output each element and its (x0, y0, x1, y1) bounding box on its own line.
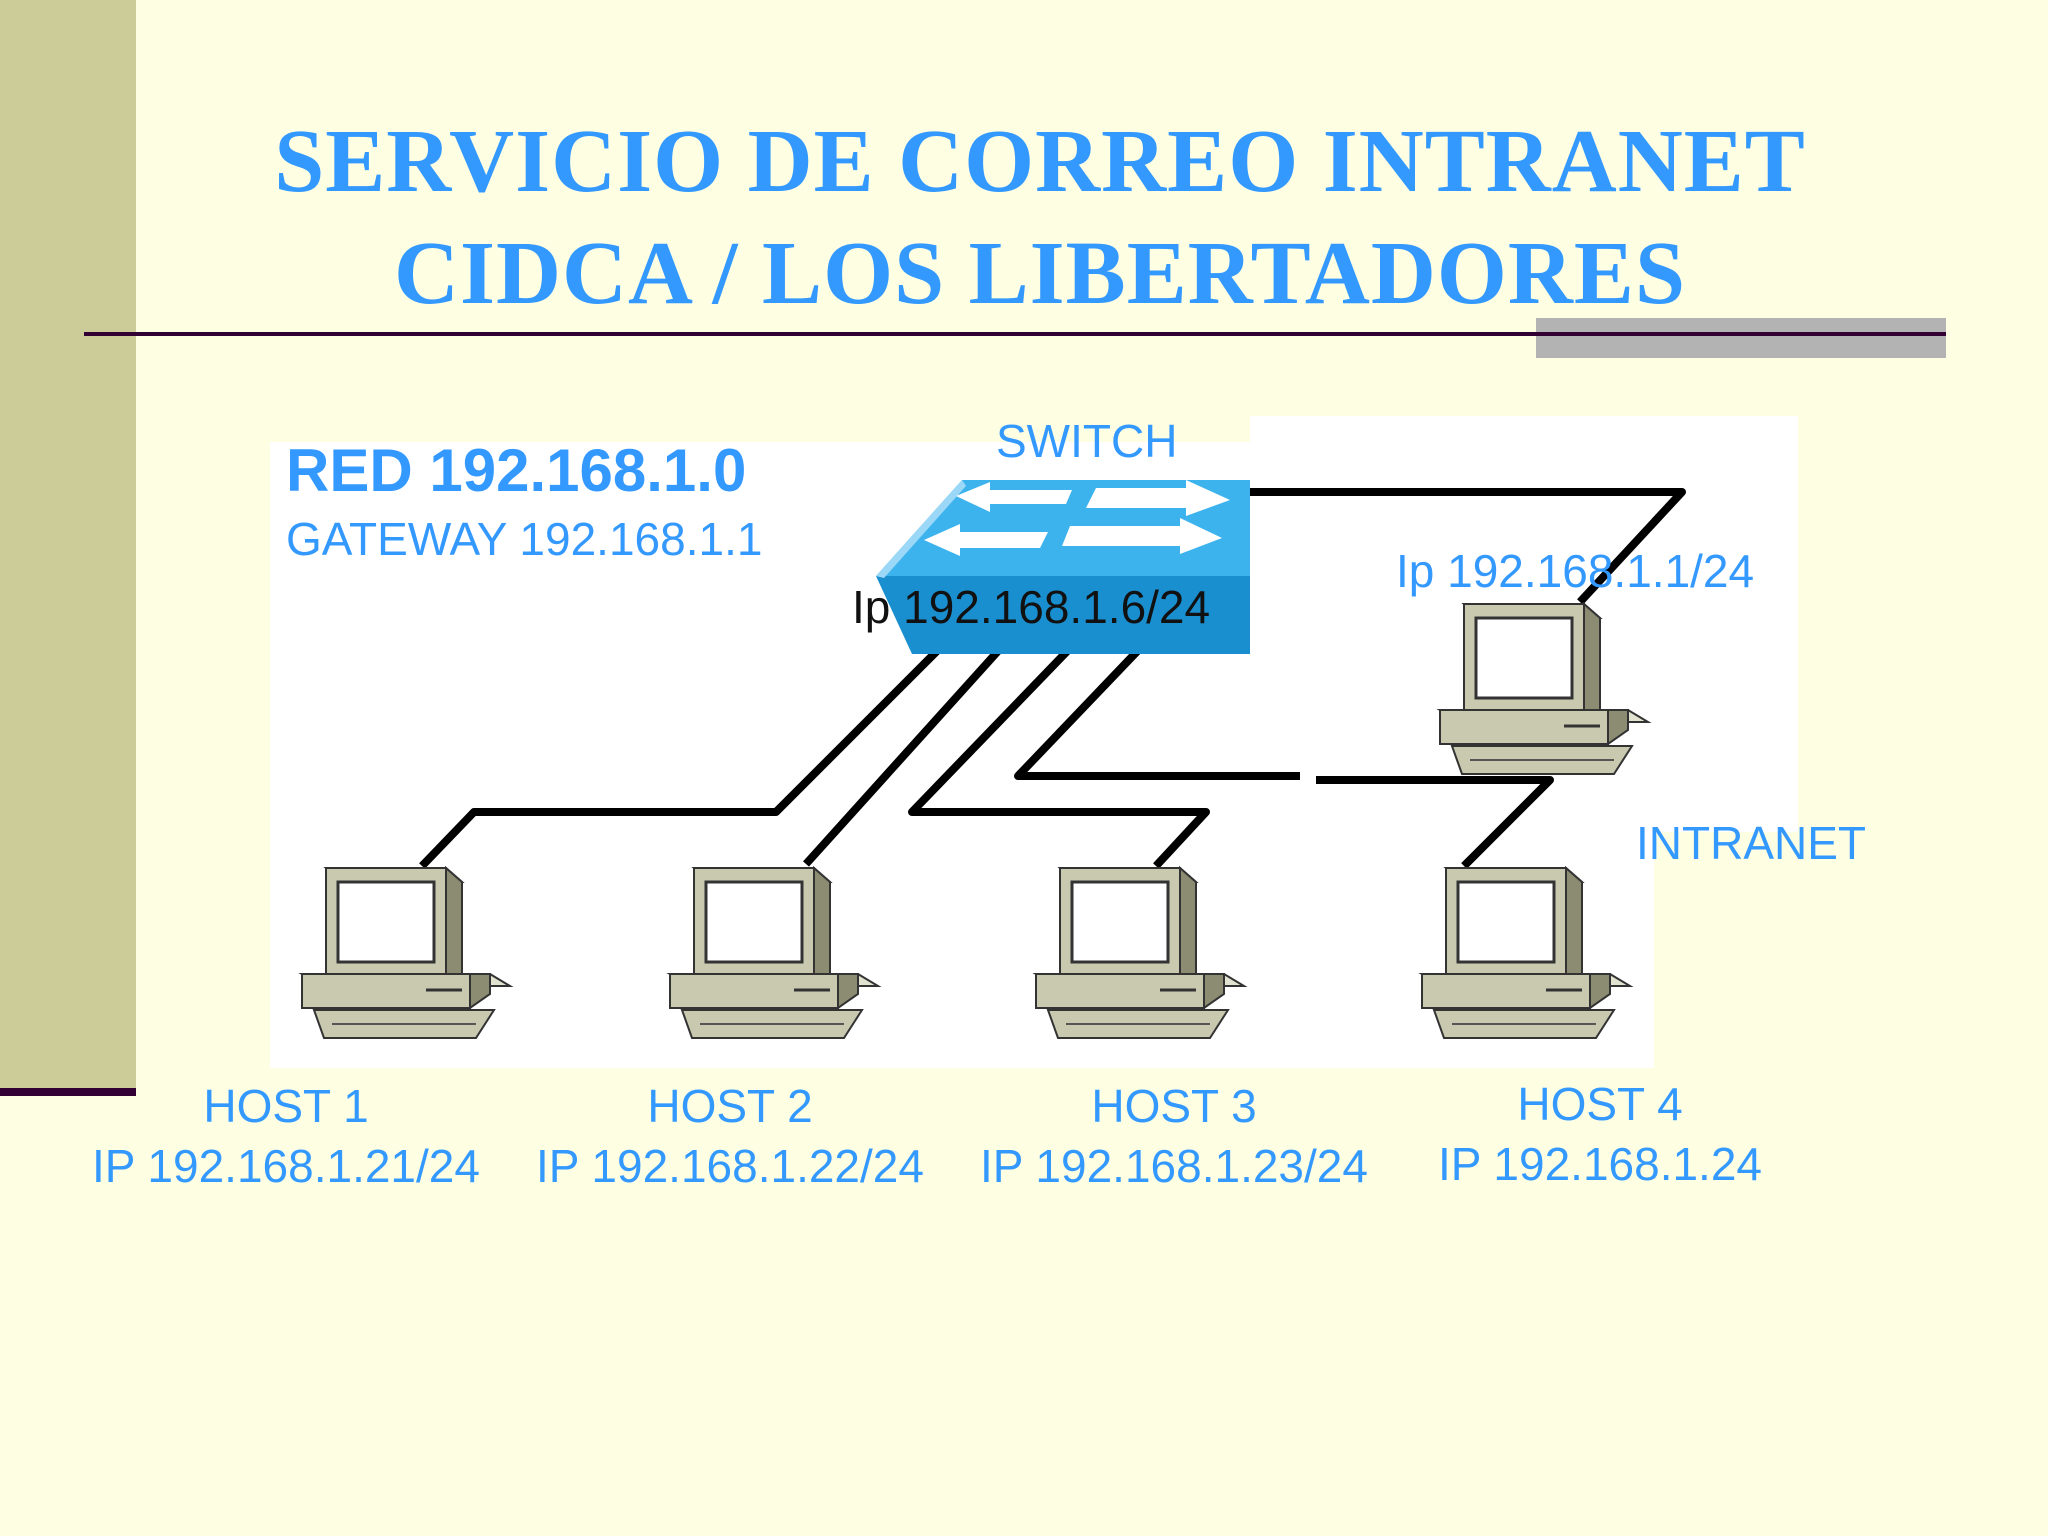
host-name: HOST 3 (1091, 1080, 1257, 1132)
host-ip: IP 192.168.1.23/24 (980, 1140, 1368, 1192)
host-label-4: HOST 4 IP 192.168.1.24 (1400, 1074, 1800, 1194)
cable-host1 (419, 637, 951, 869)
sidebar-rule (0, 1088, 136, 1096)
title-rule (84, 332, 1946, 336)
host-label-3: HOST 3 IP 192.168.1.23/24 (954, 1076, 1394, 1196)
network-cables (419, 488, 1686, 869)
cable-gateway (1250, 488, 1686, 605)
gateway-ip-label: Ip 192.168.1.1/24 (1396, 545, 1755, 597)
cable-host4 (1014, 637, 1300, 780)
host-name: HOST 4 (1517, 1078, 1683, 1130)
network-label: RED 192.168.1.0 (286, 437, 747, 504)
host-name: HOST 1 (203, 1080, 369, 1132)
title-rule-overlay (1536, 332, 1946, 336)
gateway-label: GATEWAY 192.168.1.1 (286, 513, 763, 565)
cable-host2 (803, 637, 1011, 867)
host-name: HOST 2 (647, 1080, 813, 1132)
title-line-2: CIDCA / LOS LIBERTADORES (394, 224, 1686, 323)
cable-host3 (908, 637, 1210, 869)
host-ip: IP 192.168.1.24 (1438, 1138, 1762, 1190)
switch-icon (876, 480, 1250, 654)
host-label-1: HOST 1 IP 192.168.1.21/24 (66, 1076, 506, 1196)
switch-ip-label: Ip 192.168.1.6/24 (852, 581, 1211, 633)
host-ip: IP 192.168.1.22/24 (536, 1140, 924, 1192)
host-label-2: HOST 2 IP 192.168.1.22/24 (510, 1076, 950, 1196)
host1-computer-icon (300, 866, 512, 1040)
slide-title: SERVICIO DE CORREO INTRANET CIDCA / LOS … (140, 106, 1940, 330)
host-ip: IP 192.168.1.21/24 (92, 1140, 480, 1192)
host3-computer-icon (1034, 866, 1246, 1040)
title-line-1: SERVICIO DE CORREO INTRANET (274, 112, 1806, 211)
title-accent-bar (1536, 318, 1946, 358)
host4-computer-icon (1420, 866, 1632, 1040)
slide-sidebar (0, 0, 136, 1092)
intranet-label: INTRANET (1636, 817, 1866, 869)
cable-host4b (1316, 776, 1554, 869)
host2-computer-icon (668, 866, 880, 1040)
switch-label: SWITCH (996, 415, 1178, 467)
gateway-server-icon (1438, 602, 1650, 776)
